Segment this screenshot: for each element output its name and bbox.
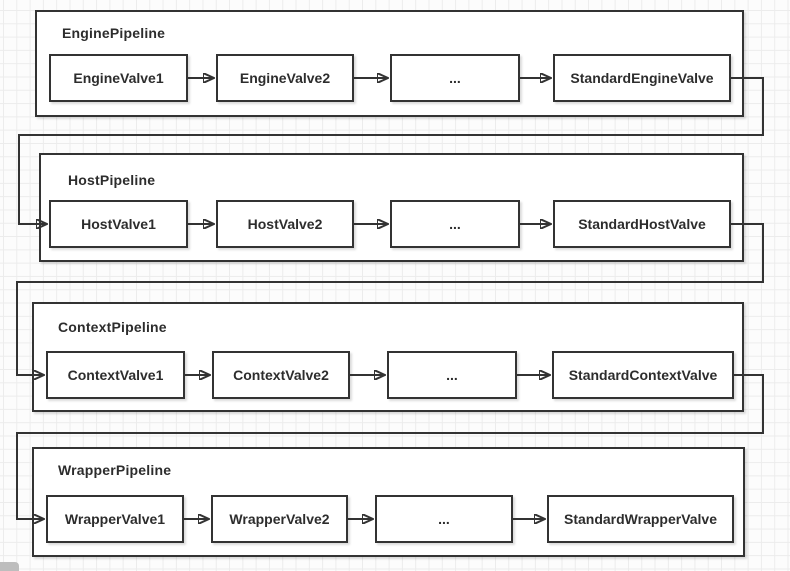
node-context-valve-1[interactable]: ContextValve1 (46, 351, 185, 399)
pipeline-host-title: HostPipeline (68, 172, 156, 188)
node-host-valve-2[interactable]: HostValve2 (216, 200, 354, 248)
node-host-ellipsis[interactable]: ... (390, 200, 520, 248)
node-standard-host-valve[interactable]: StandardHostValve (553, 200, 731, 248)
pipeline-engine[interactable]: EnginePipeline EngineValve1 EngineValve2… (35, 10, 744, 117)
node-wrapper-valve-1[interactable]: WrapperValve1 (46, 495, 184, 543)
pipeline-host[interactable]: HostPipeline HostValve1 HostValve2 ... S… (39, 153, 744, 262)
node-engine-valve-1[interactable]: EngineValve1 (49, 54, 188, 102)
node-context-valve-2[interactable]: ContextValve2 (212, 351, 350, 399)
pipeline-context[interactable]: ContextPipeline ContextValve1 ContextVal… (32, 302, 744, 412)
node-standard-context-valve[interactable]: StandardContextValve (552, 351, 734, 399)
node-standard-wrapper-valve[interactable]: StandardWrapperValve (547, 495, 734, 543)
node-standard-engine-valve[interactable]: StandardEngineValve (553, 54, 731, 102)
pipeline-wrapper-title: WrapperPipeline (58, 462, 172, 478)
node-engine-valve-2[interactable]: EngineValve2 (216, 54, 354, 102)
node-wrapper-ellipsis[interactable]: ... (375, 495, 513, 543)
gray-fragment (0, 562, 19, 571)
pipeline-wrapper[interactable]: WrapperPipeline WrapperValve1 WrapperVal… (32, 447, 745, 557)
node-context-ellipsis[interactable]: ... (387, 351, 517, 399)
node-wrapper-valve-2[interactable]: WrapperValve2 (211, 495, 348, 543)
node-engine-ellipsis[interactable]: ... (390, 54, 520, 102)
pipeline-engine-title: EnginePipeline (62, 25, 166, 41)
node-host-valve-1[interactable]: HostValve1 (49, 200, 188, 248)
pipeline-context-title: ContextPipeline (58, 319, 167, 335)
